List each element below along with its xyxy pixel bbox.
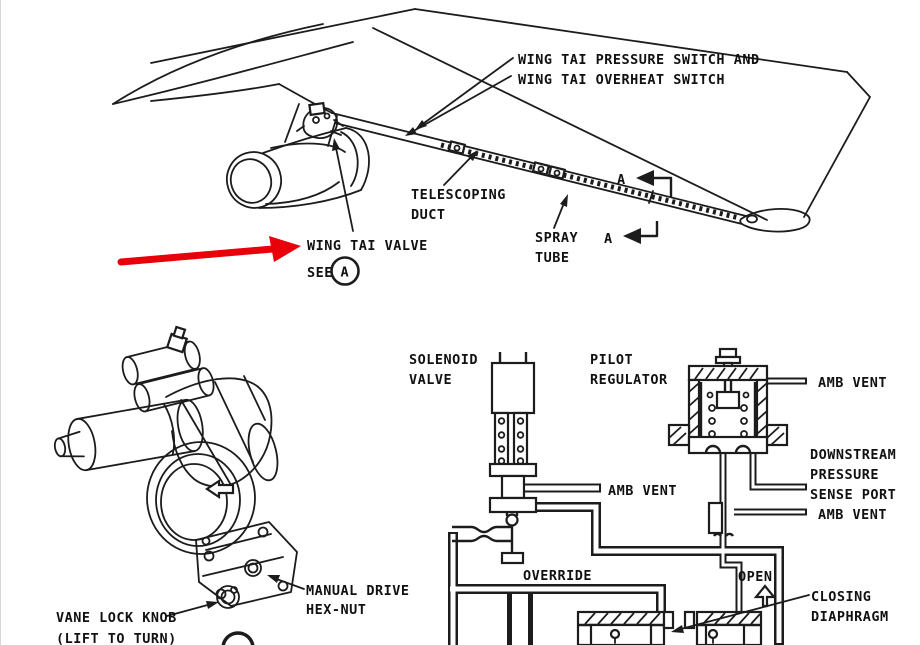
spray-tube-label-line2: TUBE — [535, 250, 570, 266]
manual-drive-hex-nut — [244, 559, 262, 577]
manual-drive-label-line1: MANUAL DRIVE — [306, 583, 410, 599]
override-handle — [500, 551, 525, 565]
switch-label-line1: WING TAI PRESSURE SWITCH AND — [518, 52, 760, 68]
solenoid-valve-label-line1: SOLENOID — [409, 352, 478, 368]
detail-callout-a: A — [330, 256, 360, 286]
closing-diaphragm-label-line2: DIAPHRAGM — [811, 609, 889, 625]
manual-drive-label-line2: HEX-NUT — [306, 602, 366, 618]
override-ball — [505, 513, 519, 527]
pilot-regulator — [667, 347, 789, 537]
wing-outline — [112, 8, 871, 233]
pilot-regulator-label-line2: REGULATOR — [590, 372, 668, 388]
vane-lock-label-line1: VANE LOCK KNOB — [56, 610, 177, 626]
amb-vent-right-label: AMB VENT — [818, 507, 887, 523]
valve-solenoids — [121, 325, 215, 413]
spray-tube-label-line1: SPRAY — [535, 230, 579, 246]
detail-callout-a-letter: A — [341, 265, 350, 281]
schematic-pipes — [448, 377, 807, 645]
solenoid-coil — [490, 361, 536, 415]
pilot-regulator-label-line1: PILOT — [590, 352, 633, 368]
closing-diaphragm-leader — [671, 594, 810, 633]
solenoid-valve-label-line2: VALVE — [409, 372, 452, 388]
leading-edge-duct — [331, 112, 747, 225]
switch-label-line2: WING TAI OVERHEAT SWITCH — [518, 72, 725, 88]
amb-vent-top-label: AMB VENT — [818, 375, 887, 391]
open-label: OPEN — [738, 569, 773, 585]
diaphragm-blocks — [576, 610, 763, 645]
leader-lines — [166, 57, 568, 617]
telescoping-duct-label-line1: TELESCOPING — [411, 187, 506, 203]
section-marker-a1: A — [617, 170, 673, 197]
stem-coupling — [707, 501, 724, 535]
flow-direction-arrow — [205, 478, 235, 500]
override-label: OVERRIDE — [523, 568, 592, 584]
closing-diaphragm-label-line1: CLOSING — [811, 589, 871, 605]
section-a1-label: A — [617, 172, 626, 188]
telescoping-duct-label-line2: DUCT — [411, 207, 446, 223]
downstream-label-line3: SENSE PORT — [810, 487, 896, 503]
wing-tai-valve-label: WING TAI VALVE — [307, 238, 428, 254]
vane-lock-knob — [216, 585, 240, 609]
downstream-label-line2: PRESSURE — [810, 467, 879, 483]
valve-isometric: MANUAL DRIVE HEX-NUT VANE LOCK KNOB (LIF… — [53, 325, 410, 645]
valve-bracket — [195, 521, 298, 645]
valve-body — [146, 375, 279, 555]
cutoff-detail-circle — [221, 631, 255, 645]
see-label: SEE — [307, 265, 333, 281]
section-marker-a2: A — [604, 221, 659, 247]
amb-vent-mid-label: AMB VENT — [608, 483, 677, 499]
red-highlight-arrow — [117, 236, 301, 266]
valve-motor — [53, 398, 204, 472]
solenoid-valve — [488, 352, 538, 565]
wing-tai-valve-detail — [296, 101, 344, 139]
open-direction-arrow — [753, 584, 777, 608]
wing-illustration: A A WING TAI PRESSURE SWITCH AND WING TA… — [112, 8, 871, 617]
engine-nacelle — [226, 103, 370, 209]
downstream-label-line1: DOWNSTREAM — [810, 447, 896, 463]
vane-lock-label-line2: (LIFT TO TURN) — [56, 631, 177, 645]
override-venturi — [452, 525, 512, 543]
section-a2-label: A — [604, 231, 613, 247]
valve-schematic: SOLENOID VALVE PILOT REGULATOR AMB VENT … — [409, 347, 896, 645]
